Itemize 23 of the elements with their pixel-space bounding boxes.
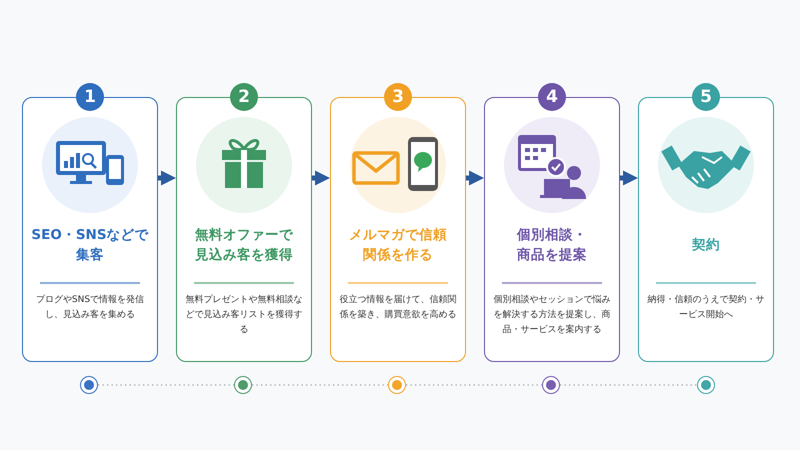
dotted-line <box>406 384 542 386</box>
step-number-badge: 3 <box>384 83 412 111</box>
arrow <box>620 170 638 186</box>
step-title: 無料オファーで見込み客を獲得 <box>195 226 293 265</box>
dotted-line <box>252 384 388 386</box>
step-description: 納得・信頼のうえで契約・サービス開始へ <box>646 294 766 322</box>
step-number-badge: 1 <box>76 83 104 111</box>
arrow <box>158 170 176 186</box>
dotted-line <box>98 384 234 386</box>
step-number-badge: 2 <box>230 83 258 111</box>
step-description: 役立つ情報を届けて、信頼関係を築き、購買意欲を高める <box>338 294 458 322</box>
arrow <box>312 170 330 186</box>
step-description: 無料プレゼントや無料相談などで見込み客リストを獲得する <box>184 293 304 337</box>
step-description: 個別相談やセッションで悩みを解決する方法を提案し、商品・サービスを案内する <box>492 294 612 337</box>
step-number-badge: 5 <box>692 83 720 111</box>
step-title: 個別相談・商品を提案 <box>516 226 588 265</box>
step-number-badge: 4 <box>538 83 566 111</box>
dotted-line <box>560 384 697 386</box>
arrow <box>466 170 484 186</box>
step-title: メルマガで信頼関係を作る <box>349 226 447 265</box>
step-description: ブログやSNSで情報を発信し、見込み客を集める <box>34 294 146 322</box>
step-title: 契約 <box>691 236 721 255</box>
step-title: SEO・SNSなどで集客 <box>31 226 149 265</box>
